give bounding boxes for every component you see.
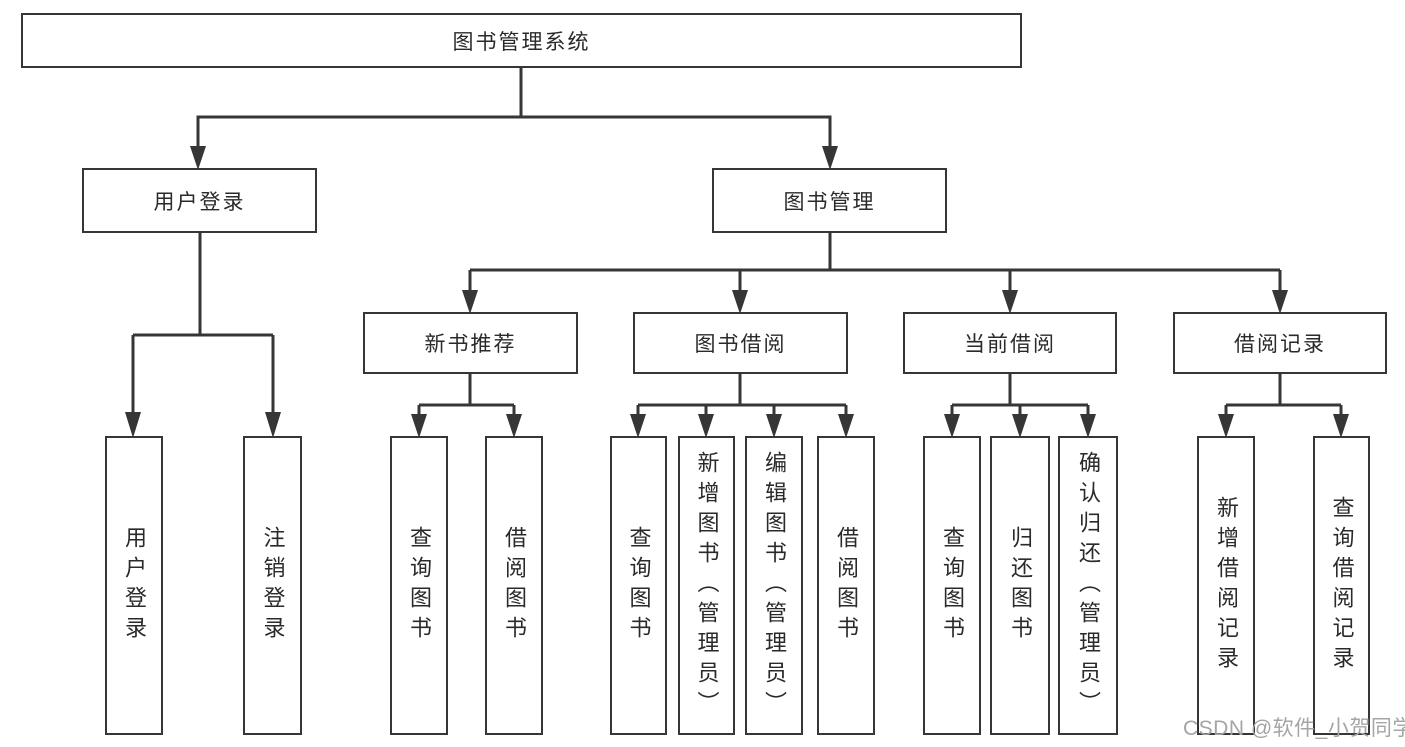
- leaf-record-add: 新增借阅记录: [1197, 436, 1255, 735]
- leaf-borrow-book: 借阅图书: [817, 436, 875, 735]
- node-new-book-recommend-label: 新书推荐: [424, 333, 517, 356]
- leaf-return-book-label: 归还图书: [1008, 525, 1033, 646]
- node-root: 图书管理系统: [21, 13, 1022, 68]
- node-book-borrow-label: 图书借阅: [694, 333, 787, 356]
- node-user-login: 用户登录: [82, 168, 317, 233]
- edge-bookborrow-to-leaves: [636, 374, 848, 416]
- edge-records-to-leaves: [1224, 374, 1343, 416]
- leaf-confirm-return-admin: 确认归还（管理员）: [1058, 436, 1118, 735]
- leaf-newbook-query-label: 查询图书: [407, 525, 432, 646]
- node-borrow-records-label: 借阅记录: [1234, 333, 1326, 356]
- edge-root-to-level2: [196, 68, 832, 150]
- leaf-logout: 注销登录: [243, 436, 302, 735]
- leaf-record-add-label: 新增借阅记录: [1214, 495, 1239, 676]
- node-book-management: 图书管理: [712, 168, 947, 233]
- leaf-newbook-borrow: 借阅图书: [485, 436, 543, 735]
- leaf-newbook-query: 查询图书: [390, 436, 448, 735]
- node-user-login-label: 用户登录: [153, 190, 246, 214]
- arrowheads: [125, 146, 1349, 438]
- leaf-borrow-add-admin: 新增图书（管理员）: [678, 436, 735, 735]
- leaf-record-query-label: 查询借阅记录: [1329, 495, 1355, 676]
- node-book-borrow: 图书借阅: [633, 312, 848, 374]
- leaf-confirm-return-admin-label: 确认归还（管理员）: [1076, 450, 1101, 721]
- leaf-borrow-edit-admin-label: 编辑图书（管理员）: [762, 450, 787, 721]
- leaf-user-login: 用户登录: [105, 436, 163, 735]
- leaf-borrow-add-admin-label: 新增图书（管理员）: [694, 450, 720, 721]
- leaf-borrow-query: 查询图书: [610, 436, 667, 735]
- csdn-watermark: CSDN @软件_小贺同学: [1183, 717, 1405, 740]
- edge-currentborrow-to-leaves: [950, 374, 1090, 416]
- leaf-borrow-query-label: 查询图书: [626, 525, 652, 646]
- node-current-borrow-label: 当前借阅: [964, 333, 1056, 356]
- edge-bookmgmt-to-level3: [468, 233, 1282, 292]
- leaf-current-query: 查询图书: [923, 436, 981, 735]
- leaf-user-login-label: 用户登录: [122, 525, 147, 646]
- edge-newbooks-to-leaves: [417, 374, 516, 416]
- edge-userlogin-to-leaves: [131, 233, 275, 416]
- node-book-management-label: 图书管理: [783, 190, 876, 214]
- node-root-label: 图书管理系统: [452, 30, 591, 54]
- leaf-return-book: 归还图书: [990, 436, 1050, 735]
- leaf-record-query: 查询借阅记录: [1313, 436, 1370, 735]
- leaf-borrow-edit-admin: 编辑图书（管理员）: [745, 436, 803, 735]
- leaf-current-query-label: 查询图书: [940, 525, 965, 646]
- leaf-borrow-book-label: 借阅图书: [834, 525, 859, 646]
- node-borrow-records: 借阅记录: [1173, 312, 1387, 374]
- leaf-logout-label: 注销登录: [260, 525, 286, 646]
- node-current-borrow: 当前借阅: [903, 312, 1117, 374]
- node-new-book-recommend: 新书推荐: [363, 312, 578, 374]
- leaf-newbook-borrow-label: 借阅图书: [502, 525, 527, 646]
